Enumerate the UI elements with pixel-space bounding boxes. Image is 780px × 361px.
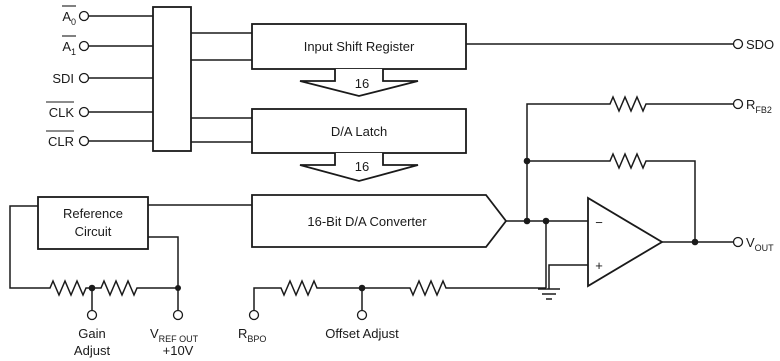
input-a0: A0 [62, 5, 153, 27]
reference-label-line2: Circuit [75, 224, 112, 239]
op-amp [587, 196, 664, 288]
rfb2-pin [732, 98, 744, 110]
gain-adjust-pin [86, 309, 98, 321]
rbpo-label: RBPO [238, 326, 266, 344]
gain-adjust-label-line1: Gain [78, 326, 105, 341]
a0-subscript: 0 [71, 17, 76, 27]
sdo-pin [732, 38, 744, 50]
rfb2-resistor [604, 95, 733, 113]
rbpo-pin [248, 309, 260, 321]
sdo-label: SDO [746, 37, 774, 52]
rfb2-label: RFB2 [746, 97, 772, 115]
a1-subscript: 1 [71, 47, 76, 57]
dac-converter-label: 16-Bit D/A Converter [307, 214, 427, 229]
sdi-label: SDI [52, 71, 74, 86]
input-shift-register-label: Input Shift Register [304, 39, 415, 54]
vref-out-pin [172, 309, 184, 321]
clr-pin [78, 135, 90, 147]
bus-arrow-upper [299, 69, 419, 97]
vref-value-label: +10V [163, 343, 194, 358]
input-a1: A1 [62, 35, 153, 57]
offset-resistor-right [362, 279, 546, 297]
op-amp-inverting: − [595, 215, 603, 230]
sdi-pin [78, 72, 90, 84]
feedback-resistor [604, 152, 696, 242]
svg-text:A1: A1 [62, 39, 76, 57]
svg-text:A0: A0 [62, 9, 76, 27]
reference-label-line1: Reference [63, 206, 123, 221]
reference-circuit-block [37, 196, 149, 250]
a1-label: A [62, 39, 71, 54]
ground-symbol [538, 288, 560, 300]
input-shift-register-block [251, 23, 467, 70]
control-logic-block [152, 6, 192, 152]
bus-arrow-lower [299, 153, 419, 182]
gain-resistor-right [92, 279, 178, 297]
vref-out-label: VREF OUT [150, 326, 199, 344]
gain-resistor-left [44, 279, 92, 297]
bus-width-lower: 16 [355, 159, 369, 174]
a0-label: A [62, 9, 71, 24]
input-sdi: SDI [52, 71, 153, 86]
bus-width-upper: 16 [355, 76, 369, 91]
input-clk: CLK [46, 101, 153, 120]
input-clr: CLR [46, 130, 153, 149]
da-latch-block [251, 108, 467, 154]
clk-pin [78, 106, 90, 118]
da-latch-label: D/A Latch [331, 124, 387, 139]
clk-label: CLK [49, 105, 75, 120]
a0-pin [78, 10, 90, 22]
dac-converter-block [251, 194, 508, 248]
gain-adjust-label-line2: Adjust [74, 343, 111, 358]
a1-pin [78, 40, 90, 52]
vout-label: VOUT [746, 235, 774, 253]
clr-label: CLR [48, 134, 74, 149]
offset-adjust-label: Offset Adjust [325, 326, 399, 341]
offset-adjust-pin [356, 309, 368, 321]
vout-pin [732, 236, 744, 248]
op-amp-noninverting: + [595, 258, 603, 273]
offset-resistor-left [253, 279, 362, 310]
